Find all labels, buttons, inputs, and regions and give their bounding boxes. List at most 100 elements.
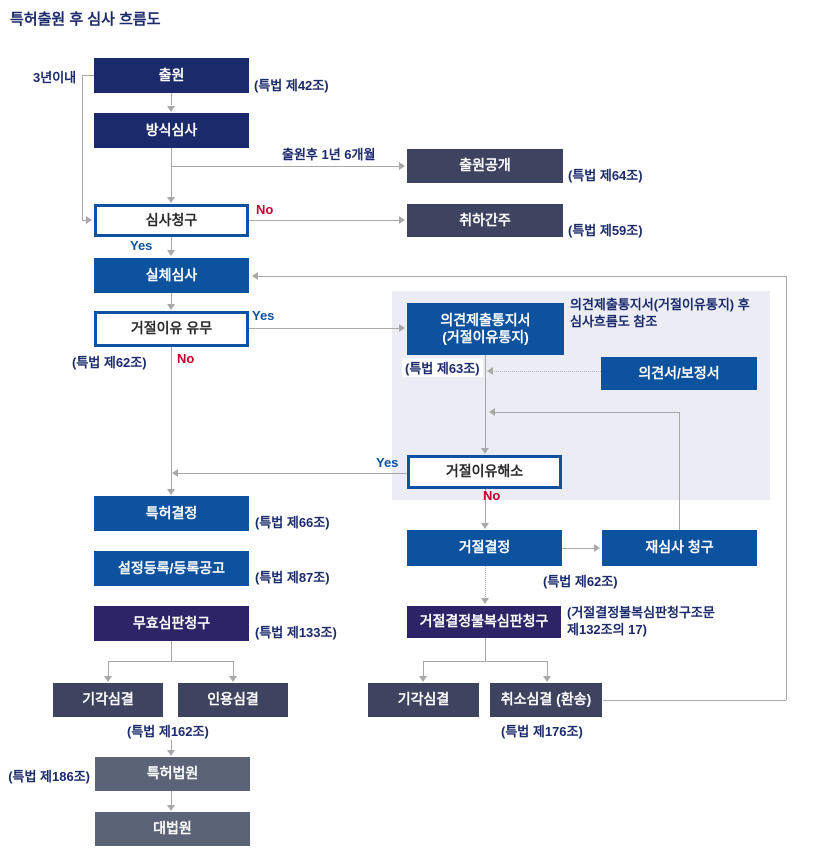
label-law87: (특법 제87조) — [255, 570, 330, 585]
node-substantive-exam: 실체심사 — [94, 258, 249, 293]
node-reexamination: 재심사 청구 — [602, 530, 757, 566]
connector-no-patentdecision — [171, 347, 172, 489]
node-patent-decision: 특허결정 — [94, 496, 249, 531]
node-withdrawal: 취하간주 — [407, 204, 563, 237]
connector-appeal-split-v1 — [423, 661, 424, 676]
arrowhead-down-icon — [481, 598, 489, 604]
connector-yes-notice — [249, 328, 399, 329]
arrowhead-down-icon — [167, 750, 175, 756]
connector-3years-h2 — [82, 220, 87, 221]
label-after-18-months: 출원후 1년 6개월 — [282, 147, 376, 162]
flow-label-no-reason: No — [177, 351, 195, 366]
connector-resolve-yes-back — [176, 473, 407, 474]
connector-notice-resolve — [485, 355, 486, 448]
arrowhead-down-icon — [481, 448, 489, 454]
arrowhead-right-icon — [399, 324, 405, 332]
connector-to-patentcourt — [171, 740, 172, 751]
label-appeal-note: (거절결정불복심판청구조문 제132조의 17) — [567, 605, 715, 637]
label-law42: (특법 제42조) — [254, 78, 329, 93]
connector-appeal-split-v2 — [547, 661, 548, 676]
connector-rejection-appeal-dotted — [485, 566, 486, 599]
flow-label-yes-examrequest: Yes — [130, 238, 153, 253]
label-law133: (특법 제133조) — [255, 625, 337, 640]
connector-cancel-loop-v — [786, 276, 787, 700]
label-law62-reason: (특법 제62조) — [72, 355, 147, 370]
node-application: 출원 — [94, 58, 249, 93]
arrowhead-right-icon — [399, 216, 405, 224]
arrowhead-left-icon — [487, 367, 493, 375]
node-opinion: 의견서/보정서 — [601, 357, 757, 390]
label-law66: (특법 제66조) — [255, 515, 330, 530]
label-law63: (특법 제63조) — [402, 358, 483, 377]
arrowhead-right-icon — [86, 216, 92, 224]
arrowhead-down-icon — [481, 523, 489, 529]
arrowhead-right-icon — [399, 162, 405, 170]
arrowhead-down-icon — [167, 197, 175, 203]
connector-invalidation-split-h — [108, 661, 233, 662]
connector-invalidation-split-v1 — [108, 661, 109, 676]
node-supreme-court: 대법원 — [95, 812, 250, 846]
node-appeal-trial: 거절결정불복심판청구 — [407, 606, 561, 638]
arrowhead-down-icon — [229, 676, 237, 682]
node-exam-request: 심사청구 — [94, 204, 249, 237]
arrowhead-left-icon — [489, 408, 495, 416]
arrowhead-down-icon — [419, 676, 427, 682]
flow-label-yes-resolve: Yes — [376, 455, 399, 470]
label-law176: (특법 제176조) — [501, 724, 583, 739]
connector-appeal-split-h — [423, 661, 547, 662]
arrowhead-right-icon — [594, 544, 600, 552]
connector-yes-substantive — [171, 237, 172, 251]
node-registration: 설정등록/등록공고 — [94, 551, 249, 586]
connector-substantive-reason — [171, 293, 172, 305]
connector-resolve-no-rejection — [485, 489, 486, 524]
node-notice-line1: 의견제출통지서 — [440, 311, 531, 328]
node-rejection-reason: 거절이유 유무 — [94, 311, 249, 347]
connector-reexam-loop-h — [493, 412, 679, 413]
arrowhead-down-icon — [167, 304, 175, 310]
node-invalidation-trial: 무효심판청구 — [94, 606, 249, 641]
arrowhead-down-icon — [167, 106, 175, 112]
connector-invalidation-split-stem — [171, 641, 172, 661]
connector-opinion-dotted — [490, 371, 601, 372]
node-acceptance: 인용심결 — [178, 683, 288, 717]
connector-cancel-loop-h2 — [255, 276, 786, 277]
connector-rejection-reexam — [562, 548, 594, 549]
connector-invalidation-split-v2 — [233, 661, 234, 676]
arrowhead-down-icon — [104, 676, 112, 682]
connector-application-formality — [171, 93, 172, 105]
connector-3years-v — [82, 75, 83, 220]
arrowhead-down-icon — [543, 676, 551, 682]
node-rejection-decision: 거절결정 — [407, 530, 562, 566]
flow-label-no-examrequest: No — [256, 202, 274, 217]
node-notice-line2: (거절이유통지) — [442, 329, 529, 345]
arrowhead-left-icon — [172, 469, 178, 477]
node-dismissal-left: 기각심결 — [53, 683, 163, 717]
label-law186: (특법 제186조) — [8, 769, 90, 784]
flow-label-no-resolve: No — [483, 488, 501, 503]
connector-formality-examrequest — [171, 148, 172, 197]
node-patent-court: 특허법원 — [95, 757, 250, 791]
connector-to-publication — [171, 166, 399, 167]
connector-appeal-split-stem — [485, 638, 486, 661]
connector-to-supremecourt — [171, 791, 172, 805]
node-dismissal-right: 기각심결 — [368, 683, 479, 717]
connector-3years-h1 — [82, 75, 94, 76]
node-formality-exam: 방식심사 — [94, 113, 249, 148]
label-law62-rejection: (특법 제62조) — [543, 574, 618, 589]
arrowhead-down-icon — [167, 805, 175, 811]
node-resolve: 거절이유해소 — [407, 455, 562, 489]
label-law59: (특법 제59조) — [568, 223, 643, 238]
arrowhead-down-icon — [167, 250, 175, 256]
label-notice-note: 의견제출통지서(거절이유통지) 후 심사흐름도 참조 — [570, 297, 750, 329]
label-law64: (특법 제64조) — [568, 168, 643, 183]
node-cancellation: 취소심결 (환송) — [490, 683, 602, 717]
connector-reexam-loop-v — [679, 412, 680, 530]
label-within-3-years: 3년이내 — [33, 70, 77, 85]
arrowhead-down-icon — [167, 489, 175, 495]
node-notice: 의견제출통지서 (거절이유통지) — [407, 303, 564, 355]
page-title: 특허출원 후 심사 흐름도 — [10, 11, 161, 28]
label-law162: (특법 제162조) — [127, 724, 209, 739]
arrowhead-left-icon — [252, 272, 258, 280]
connector-cancel-loop-h1 — [603, 700, 786, 701]
